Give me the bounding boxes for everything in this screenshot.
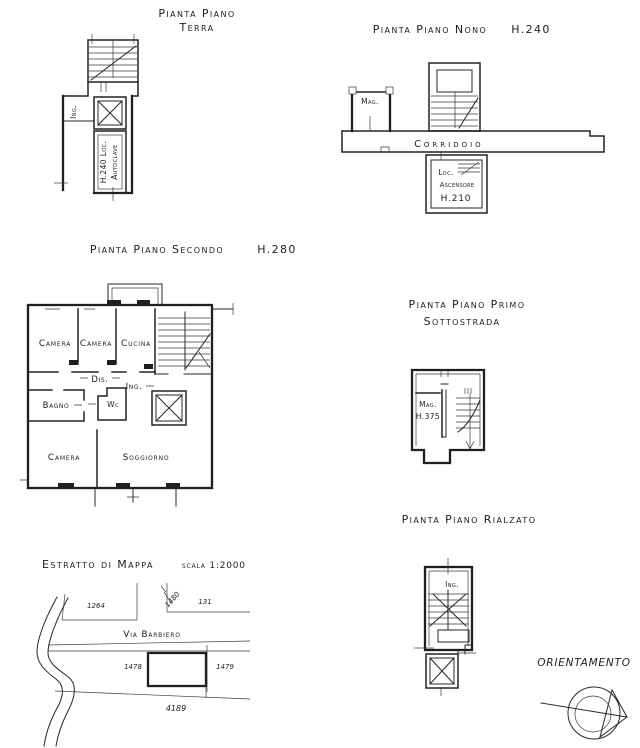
- terra-title-line2: Terra: [178, 21, 214, 34]
- compass: ORIENTAMENTO: [537, 657, 631, 740]
- map-title: Estratto di Mappa: [42, 558, 154, 571]
- rialzato-elevator: [425, 653, 459, 689]
- rialzato-label-ing: Ing.: [445, 580, 459, 589]
- nono-label-ascensore: Ascensore: [440, 181, 475, 189]
- secondo-label-ing: Ing.: [126, 382, 143, 392]
- primo-label-h375: H.375: [416, 412, 440, 421]
- nono-title-height: H.240: [511, 23, 551, 36]
- primo-title-line1: Pianta Piano Primo: [409, 298, 526, 311]
- compass-label: ORIENTAMENTO: [537, 657, 631, 669]
- nono-corridor: [341, 130, 605, 153]
- secondo-title-height: H.280: [257, 243, 297, 256]
- terra-autoclave-room: [93, 130, 127, 194]
- map-parcel-1480: 1480: [164, 590, 182, 609]
- nono-title: Pianta Piano Nono: [373, 23, 488, 36]
- rialzato-stair: [428, 589, 470, 643]
- plan-rialzato: Pianta Piano Rialzato Ing.: [402, 513, 537, 696]
- nono-elevator-room: [425, 152, 488, 214]
- terra-label-ing: Ing.: [69, 105, 78, 119]
- secondo-label-bagno: Bagno: [43, 401, 70, 411]
- map-street-label: Via Barbiero: [123, 630, 181, 640]
- nono-stairwell: [428, 62, 481, 132]
- map-extract: Estratto di Mappa scala 1:2000 Via Barbi…: [36, 558, 251, 747]
- plan-primo-sottostrada: Pianta Piano Primo Sottostrada Mag. H.37…: [409, 298, 526, 465]
- rialzato-outline: [414, 558, 476, 696]
- terra-title-line1: Pianta Piano: [158, 7, 235, 20]
- map-parcel-1479: 1479: [216, 663, 234, 671]
- map-parcel-131: 131: [198, 598, 211, 606]
- compass-rose-icon: [540, 686, 628, 740]
- terra-elevator: [93, 96, 127, 130]
- primo-mag-room: [415, 383, 449, 438]
- nono-mag-room: [348, 86, 394, 133]
- nono-label-loc: Loc.: [438, 168, 454, 177]
- secondo-label-dis: Dis.: [91, 375, 108, 385]
- nono-label-corridoio: Corridoio: [414, 139, 483, 150]
- secondo-label-wc: Wc: [107, 400, 119, 409]
- plan-nono: Pianta Piano Nono H.240 Corridoio Mag. L…: [341, 23, 605, 214]
- nono-label-h210: H.210: [441, 194, 472, 204]
- map-scale: scala 1:2000: [182, 561, 246, 571]
- secondo-elevator: [151, 390, 187, 426]
- primo-title-line2: Sottostrada: [424, 315, 501, 328]
- map-parcel-4189: 4189: [166, 704, 186, 713]
- map-subject-building: [146, 651, 208, 688]
- secondo-label-soggiorno: Soggiorno: [123, 453, 170, 463]
- terra-label-loc: H.240 Loc.: [99, 141, 108, 184]
- secondo-wc-walls: [74, 387, 127, 421]
- secondo-title: Pianta Piano Secondo: [90, 243, 224, 256]
- secondo-partitions: [27, 308, 156, 387]
- secondo-stairwell: [154, 311, 213, 375]
- secondo-bagno-walls: [27, 389, 85, 422]
- map-parcel-1264: 1264: [87, 602, 105, 610]
- secondo-label-camera1: Camera: [39, 339, 71, 349]
- terra-stairwell: [87, 34, 139, 92]
- primo-stair: [456, 388, 481, 450]
- map-river-road: [36, 596, 75, 747]
- terra-label-autoclave: Autoclave: [110, 144, 119, 179]
- secondo-bottom-walls: [20, 429, 180, 507]
- nono-label-mag: Mag.: [361, 97, 379, 106]
- plan-secondo: Pianta Piano Secondo H.280: [20, 243, 297, 507]
- secondo-label-camera3: Camera: [48, 453, 80, 463]
- rialzato-title: Pianta Piano Rialzato: [402, 513, 537, 526]
- primo-label-mag: Mag.: [419, 400, 437, 409]
- secondo-label-camera2: Camera: [80, 339, 112, 349]
- secondo-label-cucina: Cucina: [121, 339, 151, 349]
- plan-terra: Pianta Piano Terra Ing. H.240 Loc.: [54, 7, 235, 201]
- map-parcel-1478: 1478: [124, 663, 142, 671]
